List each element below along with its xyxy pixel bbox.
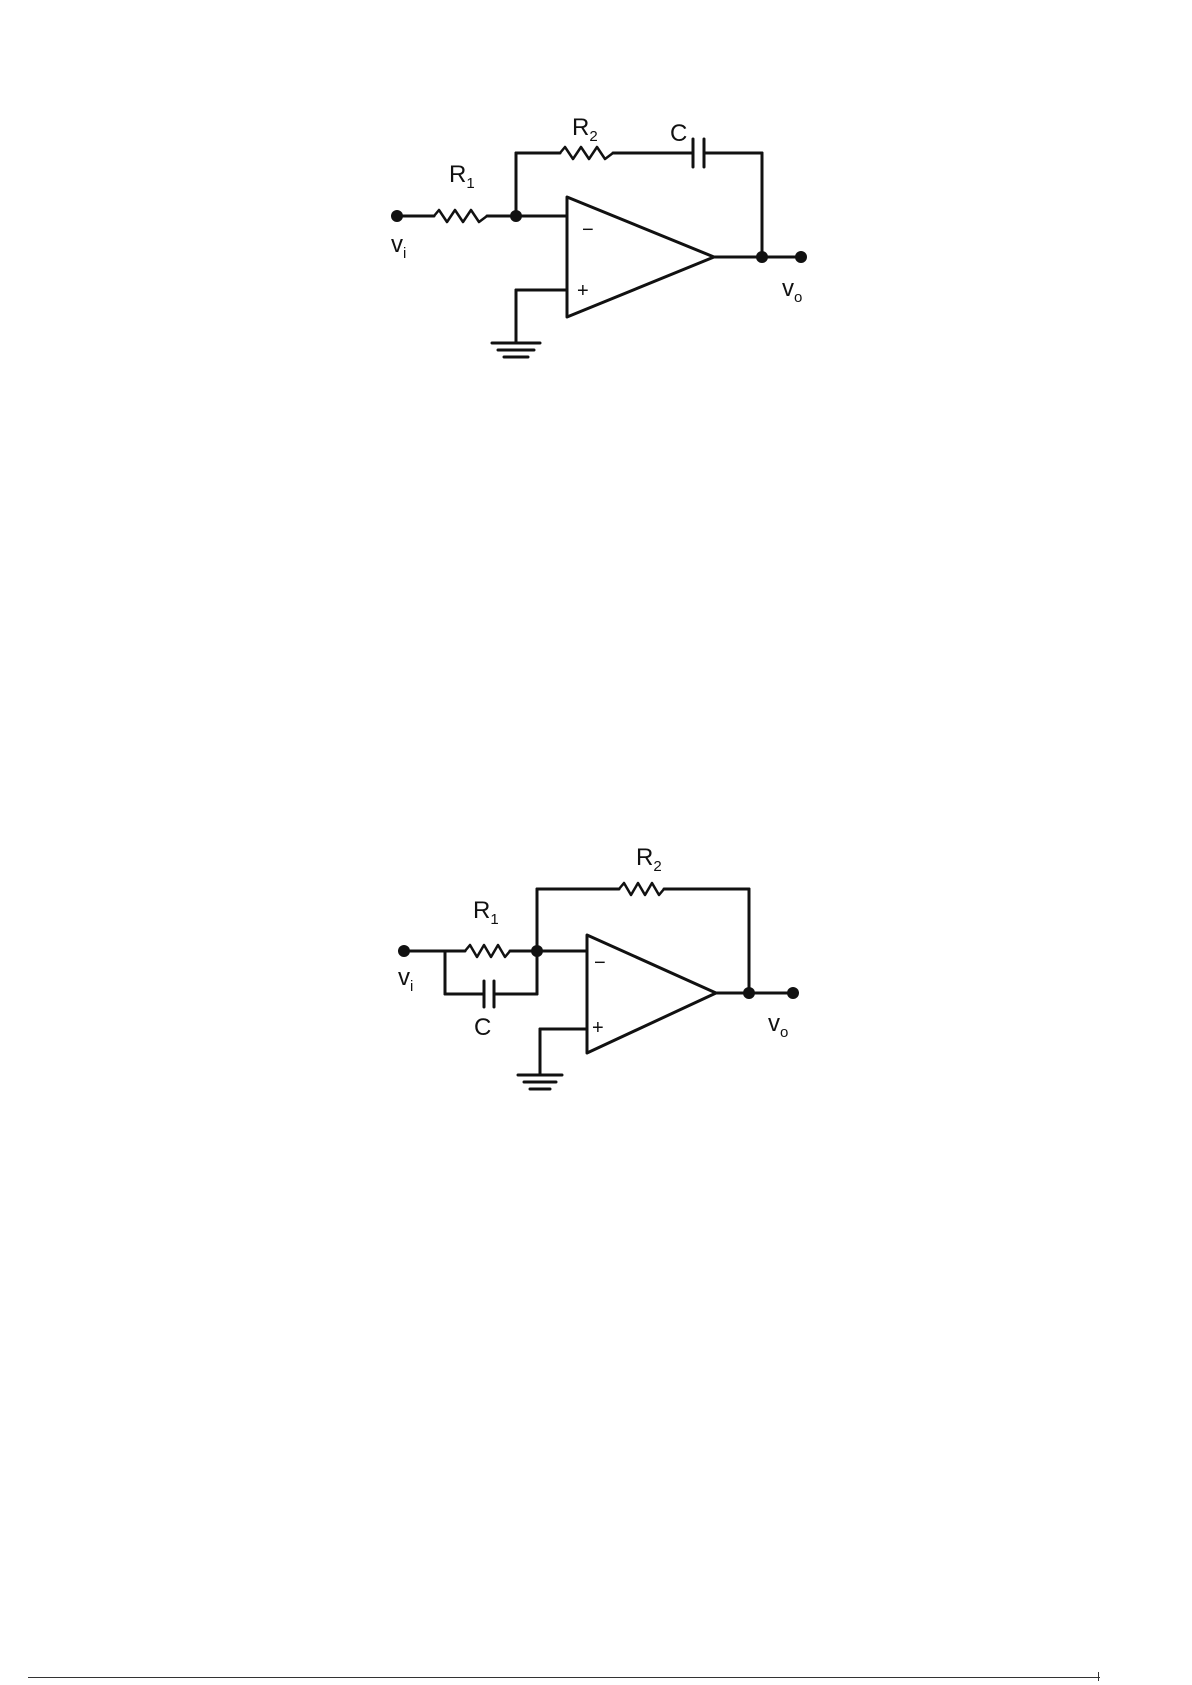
output-terminal [795, 251, 807, 263]
resistor-r2 [560, 147, 613, 159]
op-amp [587, 935, 716, 1053]
ground-icon [492, 343, 540, 357]
label-r1: R1 [473, 897, 499, 928]
footer-rule-tick [1098, 1672, 1099, 1681]
ground-icon [518, 1075, 562, 1089]
footer-rule [28, 1677, 1100, 1678]
label-vo: vo [782, 275, 802, 306]
label-c: C [474, 1014, 491, 1041]
output-terminal [787, 987, 799, 999]
junction-node [756, 251, 768, 263]
resistor-r1 [465, 945, 510, 957]
label-vo: vo [768, 1010, 788, 1041]
circuit-2: − + R1 R2 C vi vo [398, 844, 799, 1089]
noninverting-input-sign: + [577, 280, 589, 302]
resistor-r2 [619, 883, 664, 895]
label-r2: R2 [572, 114, 598, 145]
label-vi: vi [398, 964, 413, 995]
inverting-input-sign: − [582, 219, 594, 241]
junction-node [743, 987, 755, 999]
label-r1: R1 [449, 161, 475, 192]
inverting-input-sign: − [594, 952, 606, 974]
resistor-r1 [434, 210, 487, 222]
label-r2: R2 [636, 844, 662, 875]
label-c: C [670, 120, 687, 147]
noninverting-input-sign: + [592, 1017, 604, 1039]
label-vi: vi [391, 231, 406, 262]
circuit-1: − + R1 R2 C vi vo [391, 114, 807, 357]
op-amp [567, 197, 714, 317]
